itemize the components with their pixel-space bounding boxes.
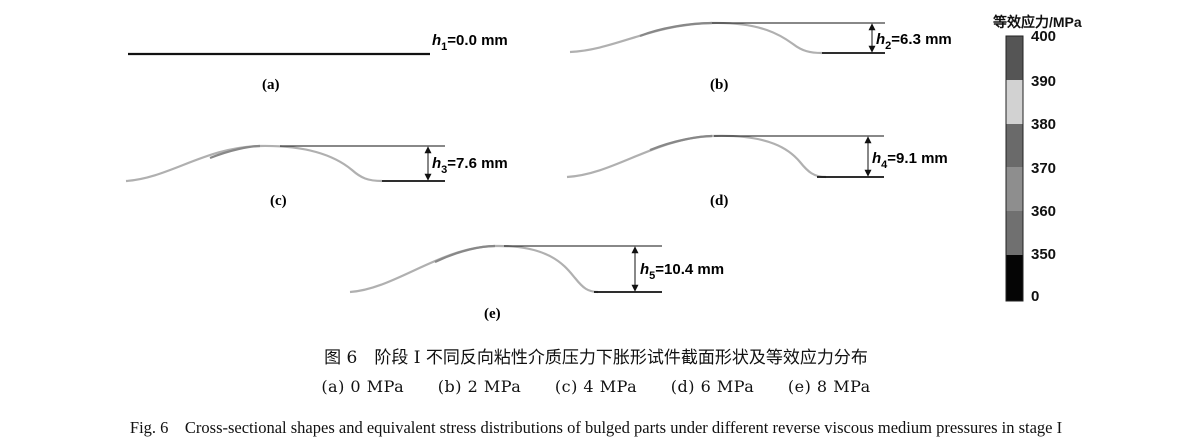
caption-sub-item: (a) 0 MPa: [321, 377, 405, 396]
panel-d: h4=9.1 mm (d): [566, 134, 948, 209]
panel-c: h3=7.6 mm (c): [125, 144, 508, 209]
legend-band: [1006, 211, 1023, 255]
legend-band: [1006, 80, 1023, 124]
caption-zh-title: 图 6 阶段 I 不同反向粘性介质压力下胀形试件截面形状及等效应力分布: [324, 348, 868, 368]
caption-sub-item: (d) 6 MPa: [670, 377, 755, 396]
caption-sub-item: (e) 8 MPa: [787, 377, 871, 396]
legend-tick: 370: [1031, 160, 1057, 177]
legend-tick: 390: [1031, 73, 1057, 90]
panel-b: h2=6.3 mm (b): [569, 21, 952, 93]
profile-curve: [349, 244, 599, 294]
h-label-c: h3=7.6 mm: [432, 155, 508, 176]
panel-a: h1=0.0 mm (a): [128, 32, 508, 93]
legend-tick: 360: [1031, 203, 1057, 220]
legend-tick: 380: [1031, 116, 1057, 133]
panel-label-e: (e): [484, 306, 501, 322]
panel-label-b: (b): [710, 77, 728, 93]
legend-colorbar: [1005, 35, 1024, 302]
h-label-b: h2=6.3 mm: [876, 31, 952, 52]
legend-title: 等效应力/MPa: [993, 14, 1082, 30]
caption-sub-item: (b) 2 MPa: [437, 377, 522, 396]
legend-tick: 0: [1031, 288, 1040, 305]
h-label-e: h5=10.4 mm: [640, 261, 724, 282]
profile-curve: [569, 21, 823, 55]
panel-label-c: (c): [270, 193, 287, 209]
h-label-a: h1=0.0 mm: [432, 32, 508, 53]
legend-band: [1006, 36, 1023, 80]
legend-band: [1006, 167, 1023, 211]
profile-curve: [566, 134, 827, 179]
panel-label-d: (d): [710, 193, 728, 209]
panel-label-a: (a): [262, 77, 280, 93]
legend-tick: 350: [1031, 246, 1057, 263]
legend-tick: 400: [1031, 28, 1057, 45]
panel-e: h5=10.4 mm (e): [349, 244, 724, 322]
legend-band: [1006, 124, 1023, 167]
caption-sub-item: (c) 4 MPa: [554, 377, 638, 396]
legend-band: [1006, 255, 1023, 301]
caption-sub-items: (a) 0 MPa (b) 2 MPa (c) 4 MPa (d) 6 MPa …: [0, 377, 1192, 396]
h-label-d: h4=9.1 mm: [872, 150, 948, 171]
profile-curve: [125, 144, 383, 183]
caption-en-title: Fig. 6 Cross-sectional shapes and equiva…: [129, 418, 1063, 437]
figure-canvas: h1=0.0 mm (a) h2=6.3 mm (b) h3=7.6 mm (c…: [125, 21, 1024, 322]
